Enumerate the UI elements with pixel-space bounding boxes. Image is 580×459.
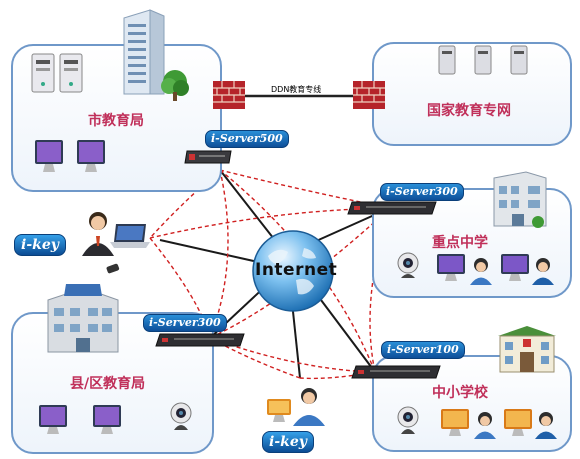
- building-icon-key-school: [493, 171, 547, 228]
- user-icon-primary-2: [535, 412, 557, 439]
- building-icon: [123, 9, 165, 95]
- monitor-icon-county-2: [93, 405, 121, 434]
- user-icon-primary-1: [474, 412, 496, 439]
- webcam-icon-county: [170, 402, 192, 430]
- user-icon-key-school-1: [470, 258, 492, 285]
- server-badge-primary: i-Server100: [381, 341, 465, 359]
- monitor-icon-primary-1: [441, 409, 469, 436]
- monitor-icon-county-1: [39, 405, 67, 434]
- laptop-icon: [110, 224, 150, 248]
- server-badge-county: i-Server300: [143, 314, 227, 332]
- national-net-panel: [372, 42, 572, 146]
- national-net-label: 国家教育专网: [427, 103, 511, 119]
- rack-server-icon-key-school: [347, 201, 437, 215]
- monitor-icon-bottom: [267, 399, 291, 422]
- rack-server-icon-primary: [351, 365, 441, 379]
- firewall-icon: [213, 81, 245, 109]
- tree-icon: [161, 70, 189, 101]
- monitor-icon-primary-2: [504, 409, 532, 436]
- key-school-label: 重点中学: [432, 235, 488, 251]
- monitor-icon-key-school-2: [501, 254, 529, 281]
- county-bureau-label: 县/区教育局: [70, 376, 146, 392]
- server-badge-key-school: i-Server300: [380, 183, 464, 201]
- webcam-icon-primary: [397, 406, 419, 434]
- ddn-link-label: DDN教育专线: [271, 85, 322, 94]
- rack-server-icon: [184, 150, 232, 164]
- monitor-icon-key-school-1: [437, 254, 465, 281]
- server-tower-icon-national: [438, 45, 528, 75]
- building-icon-county: [47, 284, 119, 353]
- server-tower-icon: [31, 53, 83, 93]
- firewall-icon-national: [353, 81, 385, 109]
- city-bureau-label: 市教育局: [88, 113, 144, 129]
- rack-server-icon-county: [155, 333, 245, 347]
- usb-key-icon: [106, 263, 120, 274]
- server-badge-city: i-Server500: [205, 130, 289, 148]
- globe-icon: [252, 230, 334, 312]
- ikey-badge-bottom: i-key: [262, 431, 314, 453]
- primary-school-label: 中小学校: [432, 385, 488, 401]
- ikey-badge-left: i-key: [14, 234, 66, 256]
- user-icon-remote: [82, 212, 114, 256]
- building-icon-primary: [498, 326, 556, 373]
- monitor-icon: [35, 140, 105, 172]
- user-icon-bottom: [293, 388, 325, 426]
- webcam-icon: [397, 252, 419, 278]
- internet-label: Internet: [255, 260, 338, 280]
- user-icon-key-school-2: [532, 258, 554, 285]
